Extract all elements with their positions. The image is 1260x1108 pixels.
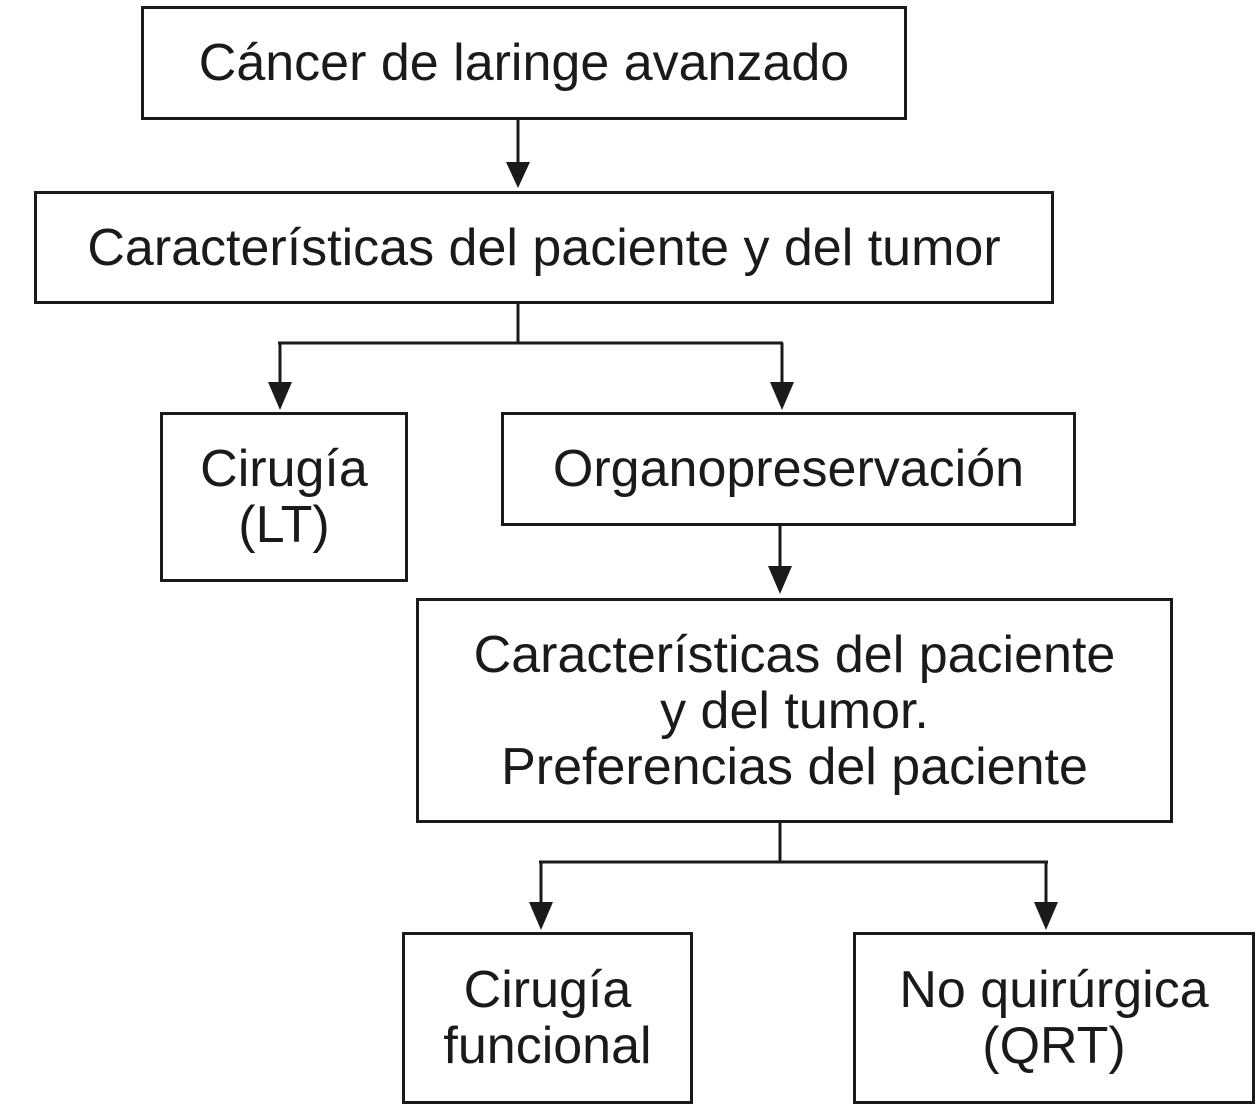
arrowhead-functional-surgery <box>529 902 553 930</box>
node-advanced-laryngeal-cancer: Cáncer de laringe avanzado <box>141 6 907 120</box>
arrowhead-organ-preservation <box>770 382 794 410</box>
node-organ-preservation: Organopreservación <box>501 412 1076 526</box>
arrowhead-non-surgical <box>1034 902 1058 930</box>
arrowhead-surgery-lt <box>268 382 292 410</box>
arrowhead-preferences <box>768 566 792 594</box>
node-non-surgical-qrt: No quirúrgica (QRT) <box>853 932 1255 1104</box>
node-functional-surgery: Cirugía funcional <box>402 932 693 1104</box>
node-characteristics-and-preferences: Características del paciente y del tumor… <box>416 598 1173 823</box>
node-surgery-lt: Cirugía (LT) <box>160 412 408 582</box>
arrowhead-characteristics <box>506 162 530 188</box>
node-patient-tumor-characteristics: Características del paciente y del tumor <box>34 191 1054 304</box>
